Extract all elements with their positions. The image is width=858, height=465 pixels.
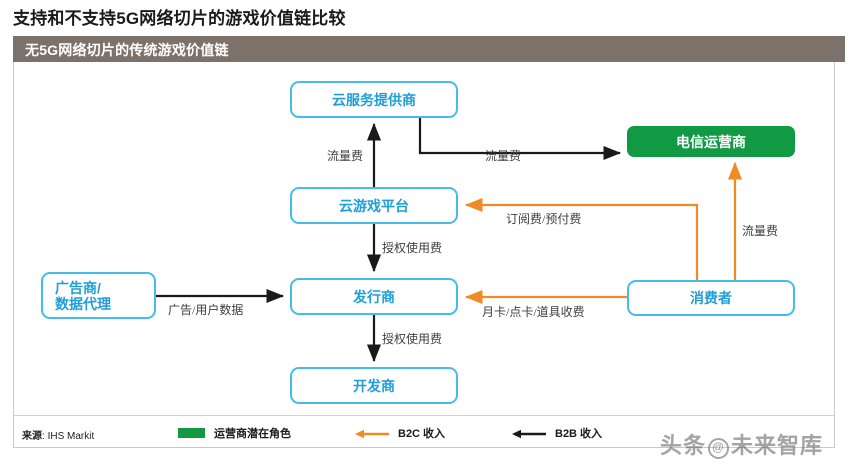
panel-header-bar: 无5G网络切片的传统游戏价值链	[13, 36, 845, 62]
legend-item-b2b-revenue: B2B 收入	[512, 425, 602, 441]
node-consumer-label: 消费者	[690, 290, 732, 306]
legend-divider	[14, 415, 834, 416]
legend-operator-role-label: 运营商潜在角色	[214, 428, 291, 440]
node-advertiser-data-agency[interactable]: 广告商/ 数据代理	[41, 272, 156, 319]
panel-header-label: 无5G网络切片的传统游戏价值链	[25, 42, 229, 58]
legend-b2b-label: B2B 收入	[555, 428, 603, 440]
legend-source-prefix: 来源	[22, 431, 42, 442]
flow-label-subscription-prepaid: 订阅费/预付费	[506, 212, 582, 226]
at-circle-icon: @	[708, 438, 730, 459]
node-publisher-label: 发行商	[353, 288, 395, 305]
flow-label-monthly-point-item: 月卡/点卡/道具收费	[482, 305, 585, 319]
legend-source: 来源: IHS Markit	[22, 431, 95, 442]
node-cloud-service-provider[interactable]: 云服务提供商	[290, 81, 458, 118]
watermark: 头条@未来智库	[660, 428, 823, 460]
green-square-icon	[178, 428, 205, 438]
flow-label-traffic-fee-left: 流量费	[327, 149, 364, 163]
node-consumer[interactable]: 消费者	[627, 280, 795, 316]
node-cloud-gaming-platform[interactable]: 云游戏平台	[290, 187, 458, 224]
arrow-consumer-to-platform	[464, 197, 699, 280]
flow-label-traffic-fee-right: 流量费	[742, 224, 779, 238]
node-publisher[interactable]: 发行商	[290, 278, 458, 315]
flow-label-ads-user-data: 广告/用户数据	[168, 303, 244, 317]
flow-label-traffic-fee-mid: 流量费	[485, 149, 522, 163]
arrow-cloudprovider-to-operator	[418, 117, 622, 161]
node-developer[interactable]: 开发商	[290, 367, 458, 404]
black-arrow-icon	[512, 427, 546, 439]
orange-arrow-icon	[355, 427, 389, 439]
legend-source-value: IHS Markit	[47, 431, 95, 442]
node-advertiser-label-line1: 广告商/	[55, 279, 101, 296]
node-telecom-operator-label: 电信运营商	[676, 133, 746, 150]
flow-label-license-fee-lower: 授权使用费	[382, 332, 443, 346]
node-cloud-gaming-platform-label: 云游戏平台	[339, 197, 409, 214]
legend-item-operator-role: 运营商潜在角色	[178, 425, 291, 441]
node-advertiser-label-line2: 数据代理	[55, 295, 111, 312]
node-telecom-operator[interactable]: 电信运营商	[627, 126, 795, 157]
legend-item-b2c-revenue: B2C 收入	[355, 425, 445, 441]
watermark-right: 未来智库	[731, 433, 824, 458]
node-cloud-service-provider-label: 云服务提供商	[332, 91, 416, 108]
node-developer-label: 开发商	[353, 377, 395, 394]
legend-b2c-label: B2C 收入	[398, 428, 446, 440]
page-title: 支持和不支持5G网络切片的游戏价值链比较	[13, 9, 346, 28]
watermark-left: 头条	[660, 433, 707, 458]
flow-label-license-fee-upper: 授权使用费	[382, 241, 443, 255]
